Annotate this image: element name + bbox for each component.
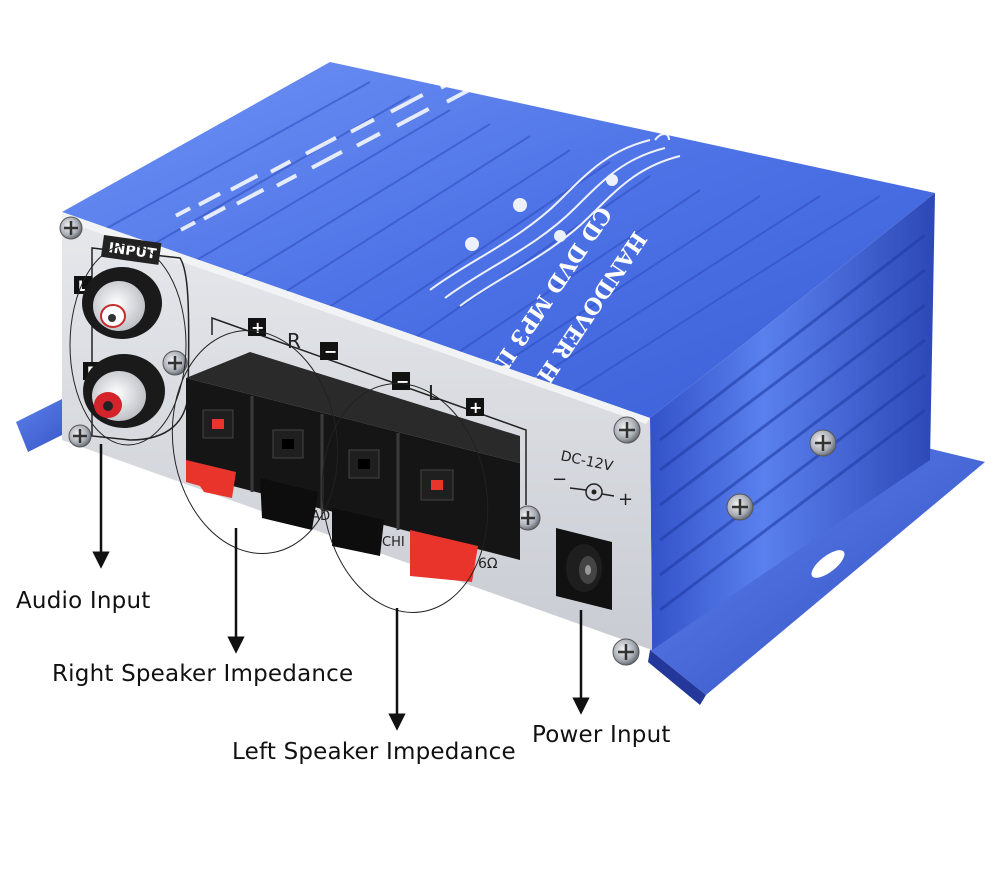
side-screw-2-icon — [726, 493, 754, 521]
channel-left-badge: L — [78, 279, 87, 295]
left-minus-clip[interactable] — [332, 508, 384, 556]
screw-mid-icon — [162, 350, 188, 376]
dc-power-jack[interactable] — [556, 528, 612, 610]
right-speaker-highlight — [171, 330, 339, 554]
left-channel-letter: L — [428, 381, 440, 405]
right-minus-mark: − — [324, 342, 337, 361]
right-speaker-impedance-label: Right Speaker Impedance — [52, 661, 354, 687]
terminal-left-minus[interactable] — [332, 449, 384, 556]
screw-top-right-icon — [613, 416, 641, 444]
terminal-right-plus[interactable] — [186, 409, 236, 498]
right-plus-clip[interactable] — [186, 460, 236, 498]
left-speaker-highlight — [321, 383, 489, 613]
audio-input-highlight — [69, 244, 187, 446]
side-screws — [726, 429, 837, 521]
polarity-plus: + — [618, 489, 633, 510]
terminal-right-minus[interactable] — [260, 429, 318, 530]
right-channel-letter: R — [287, 329, 301, 353]
right-minus-clip[interactable] — [260, 478, 318, 530]
dc-polarity-symbol-icon — [569, 483, 615, 501]
left-plus-clip[interactable] — [410, 530, 478, 582]
rca-jack-left[interactable] — [82, 267, 162, 339]
terminal-left-plus[interactable] — [410, 469, 478, 582]
power-input-label: Power Input — [532, 722, 671, 748]
right-plus-mark: + — [251, 318, 264, 337]
left-minus-mark: − — [396, 372, 409, 391]
screw-bottom-right-icon — [612, 638, 640, 666]
audio-input-label: Audio Input — [16, 588, 151, 614]
side-housing — [650, 193, 935, 650]
screw-bottom-left-icon — [68, 424, 92, 448]
screw-terminal-right-icon — [515, 505, 541, 531]
top-housing — [62, 62, 935, 418]
made-in-text-3: CHI — [382, 535, 405, 550]
rca-jack-right[interactable] — [83, 354, 165, 428]
left-plus-mark: + — [469, 398, 482, 417]
impedance-mark: 6Ω — [478, 556, 498, 572]
polarity-minus: − — [552, 469, 567, 490]
left-speaker-impedance-label: Left Speaker Impedance — [232, 739, 516, 765]
face-screws — [59, 216, 641, 666]
music-note-graphic — [429, 133, 681, 307]
side-screw-1-icon — [809, 429, 837, 457]
screw-top-left-icon — [59, 216, 83, 240]
